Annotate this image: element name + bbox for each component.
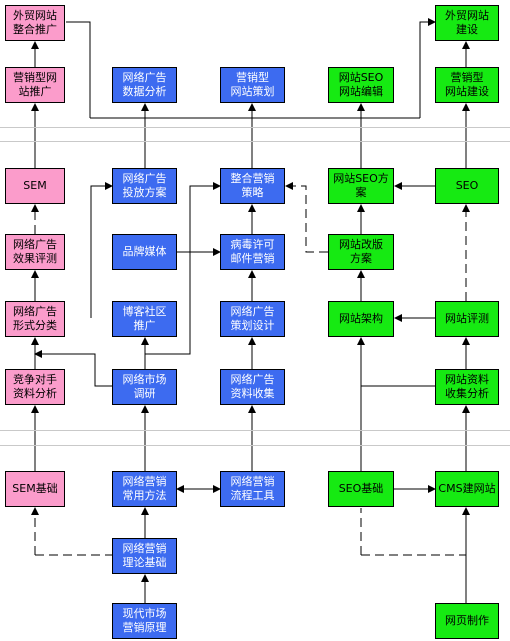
node-seo-editing: 网站SEO 网站编辑 xyxy=(328,67,394,103)
node-marketing-site-promotion: 营销型网 站推广 xyxy=(5,67,65,103)
connector-line xyxy=(145,182,221,355)
node-ad-data-collection: 网络广告 资料收集 xyxy=(220,369,285,405)
node-site-data-analysis: 网站资料 收集分析 xyxy=(435,369,499,405)
separator-line xyxy=(0,127,510,128)
node-foreign-trade-integrated-promotion: 外贸网站 整合推广 xyxy=(5,5,65,41)
node-seo-basics: SEO基础 xyxy=(328,471,394,507)
node-marketing-site-building: 营销型 网站建设 xyxy=(435,67,499,103)
node-foreign-trade-site-building: 外贸网站 建设 xyxy=(435,5,499,41)
node-brand-media: 品牌媒体 xyxy=(112,234,177,270)
node-modern-marketing-principles: 现代市场 营销原理 xyxy=(112,603,177,639)
connector-line xyxy=(66,21,91,118)
node-sem: SEM xyxy=(5,168,65,204)
node-integrated-marketing-strategy: 整合营销 策略 xyxy=(220,168,285,204)
node-seo-plan: 网站SEO方 案 xyxy=(328,168,394,204)
node-common-marketing-methods: 网络营销 常用方法 xyxy=(112,471,177,507)
node-marketing-theory-basics: 网络营销 理论基础 xyxy=(112,538,177,574)
node-site-architecture: 网站架构 xyxy=(328,301,394,337)
node-seo: SEO xyxy=(435,168,499,204)
separator-line xyxy=(0,445,510,446)
separator-line xyxy=(0,430,510,431)
node-site-evaluation: 网站评测 xyxy=(435,301,499,337)
node-competitor-analysis: 竞争对手 资料分析 xyxy=(5,369,65,405)
connector-line xyxy=(285,182,328,253)
node-online-market-research: 网络市场 调研 xyxy=(112,369,177,405)
node-cms-site-building: CMS建网站 xyxy=(435,471,499,507)
node-marketing-site-planning: 营销型 网站策划 xyxy=(220,67,285,103)
node-ad-placement-plan: 网络广告 投放方案 xyxy=(112,168,177,204)
node-site-redesign-plan: 网站改版 方案 xyxy=(328,234,394,270)
node-marketing-process-tools: 网络营销 流程工具 xyxy=(220,471,285,507)
connector-line xyxy=(90,182,113,318)
node-sem-basics: SEM基础 xyxy=(5,471,65,507)
node-web-page-making: 网页制作 xyxy=(435,603,499,639)
node-blog-community-promotion: 博客社区 推广 xyxy=(112,301,177,337)
node-ad-planning-design: 网络广告 策划设计 xyxy=(220,301,285,337)
node-ad-format-classification: 网络广告 形式分类 xyxy=(5,301,65,337)
node-ad-effect-evaluation: 网络广告 效果评测 xyxy=(5,234,65,270)
node-viral-permission-email: 病毒许可 邮件营销 xyxy=(220,234,285,270)
connector-line xyxy=(419,18,436,118)
separator-line xyxy=(0,141,510,142)
node-ad-data-analysis: 网络广告 数据分析 xyxy=(112,67,177,103)
